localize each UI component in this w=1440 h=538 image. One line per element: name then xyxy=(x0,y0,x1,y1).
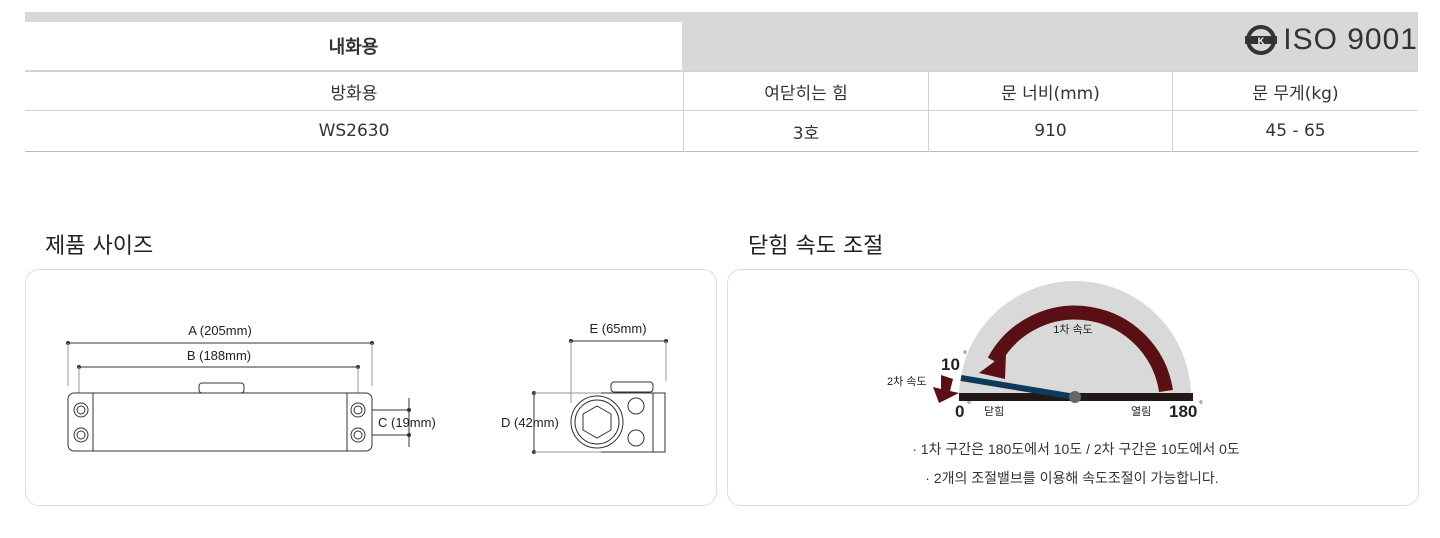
closer-dimension-diagram: A (205mm) B (188mm) C (19mm) D (42mm) E … xyxy=(66,321,668,454)
size-title: 제품 사이즈 xyxy=(45,234,154,259)
speed-panel: 1차 속도 2차 속도 10 ° 0 ° 180 ° 닫힘 열림 · 1차 구간… xyxy=(727,269,1419,506)
second-speed-arrow xyxy=(933,375,959,403)
dim-c-label: C (19mm) xyxy=(378,415,436,430)
iso-badge: K ISO 9001 xyxy=(1245,22,1418,58)
second-speed-label: 2차 속도 xyxy=(887,375,927,388)
kc-mark-icon: K xyxy=(1245,25,1278,55)
table-cell: 910 xyxy=(1034,121,1067,141)
column-header: 방화용 xyxy=(330,83,378,104)
dim-a-label: A (205mm) xyxy=(188,323,252,338)
door-needle xyxy=(960,375,1076,400)
deg-0-label: 0 xyxy=(955,402,964,421)
column-header: 문 무게(kg) xyxy=(1252,83,1339,104)
svg-text:°: ° xyxy=(967,400,971,411)
table-cell: WS2630 xyxy=(318,121,390,141)
table-cell: 45 - 65 xyxy=(1265,121,1326,141)
deg-180-label: 180 xyxy=(1169,402,1197,421)
dim-e-label: E (65mm) xyxy=(589,321,646,336)
column-header: 여닫히는 힘 xyxy=(764,83,848,104)
svg-text:°: ° xyxy=(1199,400,1203,411)
closing-speed-diagram: 1차 속도 2차 속도 10 ° 0 ° 180 ° 닫힘 열림 · 1차 구간… xyxy=(887,281,1240,486)
open-label: 열림 xyxy=(1131,405,1151,418)
speed-note: · 1차 구간은 180도에서 10도 / 2차 구간은 10도에서 0도 xyxy=(912,441,1240,457)
size-panel: A (205mm) B (188mm) C (19mm) D (42mm) E … xyxy=(25,269,717,506)
svg-text:°: ° xyxy=(963,350,967,361)
svg-text:K: K xyxy=(1258,36,1265,46)
column-header: 문 너비(mm) xyxy=(1001,83,1100,104)
speed-title: 닫힘 속도 조절 xyxy=(748,234,884,259)
first-speed-arrow xyxy=(987,305,1173,393)
pivot-icon xyxy=(1069,391,1081,403)
dim-d-label: D (42mm) xyxy=(501,415,559,430)
first-speed-label: 1차 속도 xyxy=(1053,323,1093,336)
angle-range-semicircle xyxy=(959,281,1191,397)
header-label: 내화용 xyxy=(25,22,682,70)
close-label: 닫힘 xyxy=(984,405,1004,418)
certification-text: ISO 9001 xyxy=(1283,23,1418,56)
deg-10-label: 10 xyxy=(941,355,960,374)
table-cell: 3호 xyxy=(792,123,820,144)
speed-note: · 2개의 조절밸브를 이용해 속도조절이 가능합니다. xyxy=(925,470,1218,486)
dim-b-label: B (188mm) xyxy=(187,348,251,363)
